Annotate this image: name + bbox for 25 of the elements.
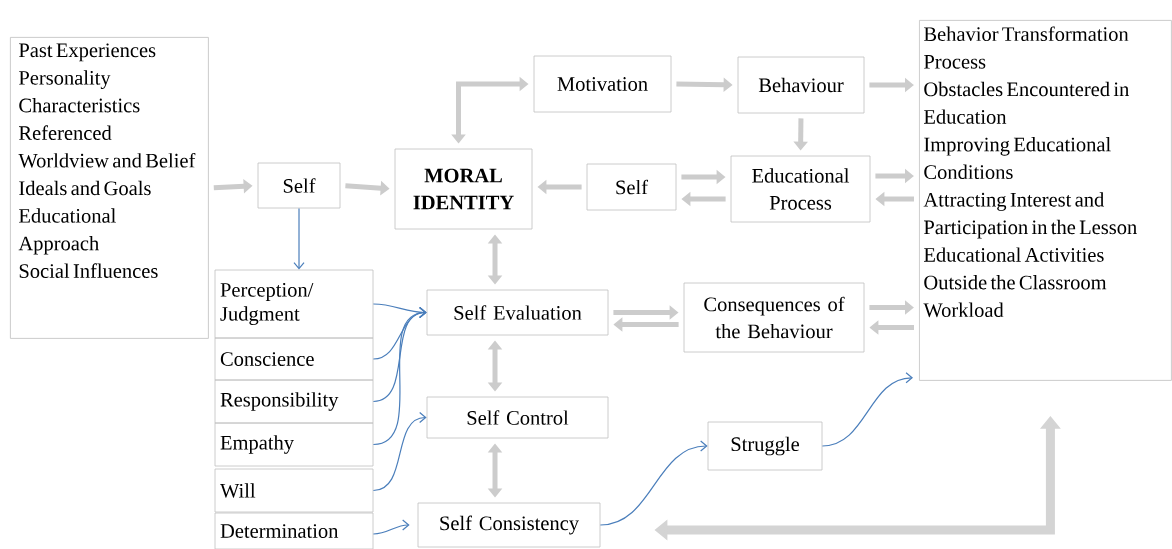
text-box: Self: [257, 162, 341, 209]
text-box: Self Consistency: [417, 502, 601, 548]
curved-arrow: [821, 372, 913, 447]
text-box: Motivation: [533, 55, 672, 113]
text-box: Self Evaluation: [426, 289, 609, 336]
text-box: Empathy: [214, 422, 374, 467]
text-box: Will: [214, 468, 374, 513]
curved-arrow: [599, 440, 708, 526]
text-box: Self: [586, 163, 677, 211]
text-box: Consequences of the Behaviour: [683, 282, 865, 353]
list-box: Past Experiences Personality Characteristics Referenced Worldview and Belief Ideals and Goals Educational Approach Social Influences: [10, 37, 209, 339]
text-box: Educational Process: [730, 155, 871, 223]
curved-arrow: [372, 411, 427, 492]
text-box: Struggle: [707, 421, 823, 471]
identity-box: MORAL IDENTITY: [394, 148, 533, 230]
curved-arrow: [372, 306, 427, 446]
text-box: Perception/ Judgment: [214, 269, 374, 339]
text-box: Self Control: [426, 396, 609, 439]
curved-arrow: [293, 207, 305, 270]
text-box: Behaviour: [737, 56, 865, 114]
text-box: Conscience: [214, 337, 374, 381]
text-box: Responsibility: [214, 379, 374, 424]
list-box: Behavior Transformation Process Obstacles Encountered in Education Improving Educational Conditions Attracting Interest and Participation in the Lesson Educational Activities Outside the Classroom Workload: [919, 20, 1172, 381]
text-box: Determination: [214, 512, 374, 549]
curved-arrow: [372, 519, 410, 535]
